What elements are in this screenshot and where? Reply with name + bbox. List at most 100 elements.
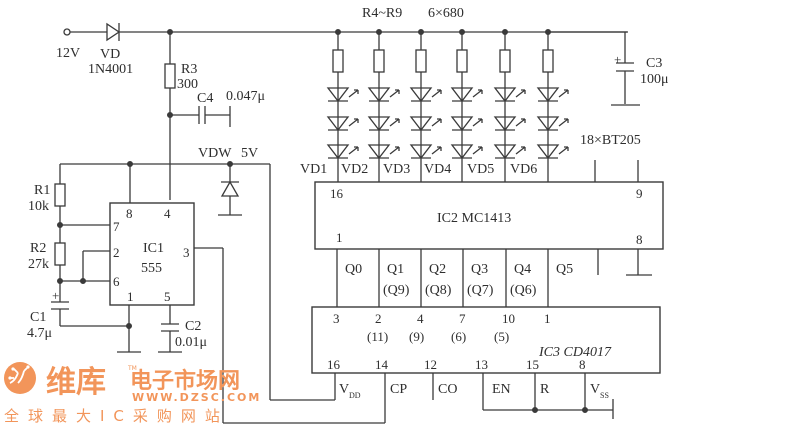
ic3-bottom-pin: 16: [327, 357, 341, 372]
ic3-bottom-pin: 12: [424, 357, 437, 372]
ic1-555: 8 4 7 2 6 3 1 5 IC1 555: [109, 161, 385, 424]
r3-value: 300: [177, 77, 198, 92]
led-icon: [367, 116, 391, 132]
led-string-label: VD1: [300, 162, 327, 177]
ic1-pin1: 1: [127, 289, 134, 304]
light-arrow-icon: [348, 146, 359, 155]
ic3-bottom-pin: 8: [579, 357, 586, 372]
resistor-icon: [499, 49, 511, 73]
led-icon: [536, 144, 560, 160]
light-arrow-icon: [558, 146, 569, 155]
diode-icon: [106, 22, 121, 42]
ic3-top-pin-alt: (11): [367, 329, 388, 344]
led-icon: [450, 87, 474, 103]
led-array-part: 18×BT205: [580, 133, 641, 148]
ic1-pin7: 7: [113, 219, 120, 234]
led-icon: [326, 116, 350, 132]
led-string-label: VD3: [383, 162, 410, 177]
ic2-mc1413: 16 9 1 8 IC2 MC1413: [314, 160, 664, 276]
ic2-label: IC2 MC1413: [437, 211, 511, 226]
led-icon: [409, 144, 433, 160]
ic3-vss-sub: SS: [600, 391, 609, 400]
led-string: VD3: [383, 29, 442, 182]
ic3-co: CO: [438, 382, 457, 397]
ic3-vss: V: [590, 382, 600, 397]
led-string-label: VD4: [424, 162, 451, 177]
ic3-top-pin-alt: (6): [451, 329, 466, 344]
c3-value: 100μ: [640, 72, 669, 87]
ic1-pin2: 2: [113, 245, 120, 260]
output-label: Q3: [471, 262, 488, 277]
output-alt-label: (Q8): [425, 283, 452, 298]
ic1-pin5: 5: [164, 289, 171, 304]
ic3-r: R: [540, 382, 550, 397]
ic2-pin8: 8: [636, 232, 643, 247]
watermark-logo-icon: [4, 362, 36, 394]
light-arrow-icon: [389, 89, 400, 98]
c3-ref: C3: [646, 56, 662, 71]
r1-value: 10k: [28, 199, 49, 214]
c2-ref: C2: [185, 319, 201, 334]
ic1-pin8: 8: [126, 206, 133, 221]
led-string: VD2: [341, 29, 400, 182]
watermark-tagline: 全球最大IC采购网站: [4, 407, 229, 425]
resistor-icon: [373, 49, 385, 73]
supply-terminal-icon: [63, 28, 71, 36]
r3-ref: R3: [181, 62, 197, 77]
ic1-ref: IC1: [143, 241, 164, 256]
led-icon: [493, 87, 517, 103]
light-arrow-icon: [389, 146, 400, 155]
led-icon: [409, 87, 433, 103]
led-icon: [367, 87, 391, 103]
light-arrow-icon: [389, 118, 400, 127]
ic3-top-pin: 2: [375, 311, 382, 326]
light-arrow-icon: [348, 118, 359, 127]
r1-ref: R1: [34, 183, 50, 198]
c1-plus: +: [52, 288, 59, 303]
led-icon: [450, 116, 474, 132]
r2-value: 27k: [28, 257, 49, 272]
ic2-pin9: 9: [636, 186, 643, 201]
light-arrow-icon: [558, 89, 569, 98]
led-icon: [536, 87, 560, 103]
output-label: Q4: [514, 262, 531, 277]
ic3-en: EN: [492, 382, 511, 397]
watermark-subtitle: 电子市场网: [130, 368, 240, 394]
ic1-part: 555: [141, 261, 162, 276]
ic3-vdd-sub: DD: [349, 391, 361, 400]
watermark-brand: 维库: [46, 365, 106, 400]
resistor-r2-icon: [54, 242, 66, 266]
resistor-icon: [542, 49, 554, 73]
r2-ref: R2: [30, 241, 46, 256]
light-arrow-icon: [515, 89, 526, 98]
led-string: VD1: [300, 29, 359, 182]
watermark-tm: TM: [127, 365, 137, 372]
light-arrow-icon: [348, 89, 359, 98]
led-icon: [367, 144, 391, 160]
diode-vd-part: 1N4001: [88, 62, 133, 77]
watermark-url: WWW.DZSC.COM: [132, 391, 261, 404]
ic1-pin4: 4: [164, 206, 171, 221]
led-icon: [326, 87, 350, 103]
output-label: Q0: [345, 262, 362, 277]
led-icon: [493, 144, 517, 160]
light-arrow-icon: [431, 89, 442, 98]
resistor-r3: R3 300: [164, 29, 198, 200]
output-label: Q5: [556, 262, 573, 277]
light-arrow-icon: [472, 118, 483, 127]
ic3-top-pin: 3: [333, 311, 340, 326]
zener-vdw: VDW 5V: [60, 146, 335, 401]
c3-plus: +: [614, 52, 621, 67]
ic3-bottom-pin: 13: [475, 357, 488, 372]
ic3-top-pin-alt: (5): [494, 329, 509, 344]
supply-label: 12V: [56, 46, 80, 61]
c1-value: 4.7μ: [27, 326, 52, 341]
ic3-bottom-pin: 14: [375, 357, 389, 372]
output-alt-label: (Q7): [467, 283, 494, 298]
light-arrow-icon: [431, 118, 442, 127]
resistor-icon: [164, 63, 176, 89]
